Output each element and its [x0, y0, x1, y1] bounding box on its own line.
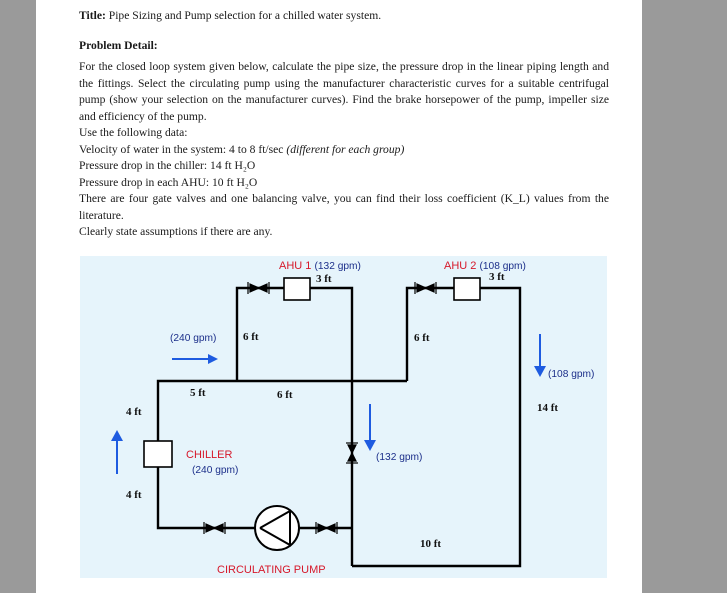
ahu2-return-flow-label: (108 gpm) — [548, 369, 595, 380]
pump-label: CIRCULATING PUMP — [217, 564, 326, 576]
problem-paragraph-block: For the closed loop system given below, … — [79, 59, 609, 241]
document-page: Title: Pipe Sizing and Pump selection fo… — [36, 0, 642, 593]
flow-arrows — [111, 334, 546, 474]
title-line: Title: Pipe Sizing and Pump selection fo… — [79, 8, 381, 25]
ahu2-unit — [453, 277, 481, 301]
bypass-flow-label: (132 gpm) — [376, 452, 423, 463]
gate-valve-ahu2 — [414, 282, 437, 294]
pipes — [156, 286, 522, 568]
supply-flow-label: (240 gpm) — [170, 333, 217, 344]
ahu2-name: AHU 2 — [444, 260, 477, 272]
ahu2-label: AHU 2 (108 gpm) — [444, 261, 526, 272]
piping-schematic — [111, 277, 546, 568]
ahu-drop-line: Pressure drop in each AHU: 10 ft H₂O — [79, 175, 258, 189]
arrow-132-down-icon — [364, 404, 376, 451]
chiller-drop-line: Pressure drop in the chiller: 14 ft H₂O — [79, 159, 256, 172]
ahu1-flow: (132 gpm) — [314, 261, 361, 272]
ahu2-branch-pipe — [352, 286, 522, 568]
arrow-chiller-up-icon — [111, 430, 123, 474]
length-4ft-top: 4 ft — [126, 406, 142, 418]
ahu2-flow: (108 gpm) — [479, 261, 526, 272]
arrow-240-right-icon — [172, 354, 218, 364]
chiller-flow-label: (240 gpm) — [192, 465, 239, 476]
title-text: Pipe Sizing and Pump selection for a chi… — [108, 9, 382, 22]
chiller-unit — [143, 440, 173, 468]
gate-valve-pump-inlet — [203, 522, 226, 534]
length-6ft-right: 6 ft — [414, 332, 430, 344]
length-6ft-mid: 6 ft — [277, 389, 293, 401]
circulating-pump — [254, 505, 300, 551]
data-intro: Use the following data: — [79, 126, 188, 139]
piping-diagram: AHU 1 (132 gpm) AHU 2 (108 gpm) 3 ft 3 f… — [80, 256, 607, 578]
velocity-note: (different for each group) — [286, 142, 405, 156]
ahu1-label: AHU 1 (132 gpm) — [279, 261, 361, 272]
length-6ft-left: 6 ft — [243, 331, 259, 343]
valves-line: There are four gate valves and one balan… — [79, 192, 609, 222]
length-10ft: 10 ft — [420, 538, 442, 550]
balancing-valve — [346, 442, 358, 464]
gate-valve-ahu1 — [247, 282, 270, 294]
bottom-return-pipe — [156, 467, 352, 530]
velocity-line: Velocity of water in the system: 4 to 8 … — [79, 142, 609, 159]
ahu2-length: 3 ft — [489, 271, 505, 283]
length-14ft: 14 ft — [537, 402, 559, 414]
supply-header-pipe — [156, 379, 407, 441]
title-label: Title: — [79, 9, 106, 22]
ahu1-name: AHU 1 — [279, 260, 312, 272]
ahu1-length: 3 ft — [316, 273, 332, 285]
problem-paragraph: For the closed loop system given below, … — [79, 60, 609, 123]
length-4ft-bottom: 4 ft — [126, 489, 142, 501]
velocity-text: Velocity of water in the system: 4 to 8 … — [79, 142, 287, 156]
arrow-108-down-icon — [534, 334, 546, 377]
problem-detail-heading: Problem Detail: — [79, 39, 158, 52]
gate-valve-pump-outlet — [315, 522, 338, 534]
chiller-label: CHILLER — [186, 449, 233, 461]
length-5ft: 5 ft — [190, 387, 206, 399]
ahu1-unit — [283, 277, 311, 301]
assumptions-line: Clearly state assumptions if there are a… — [79, 225, 273, 238]
